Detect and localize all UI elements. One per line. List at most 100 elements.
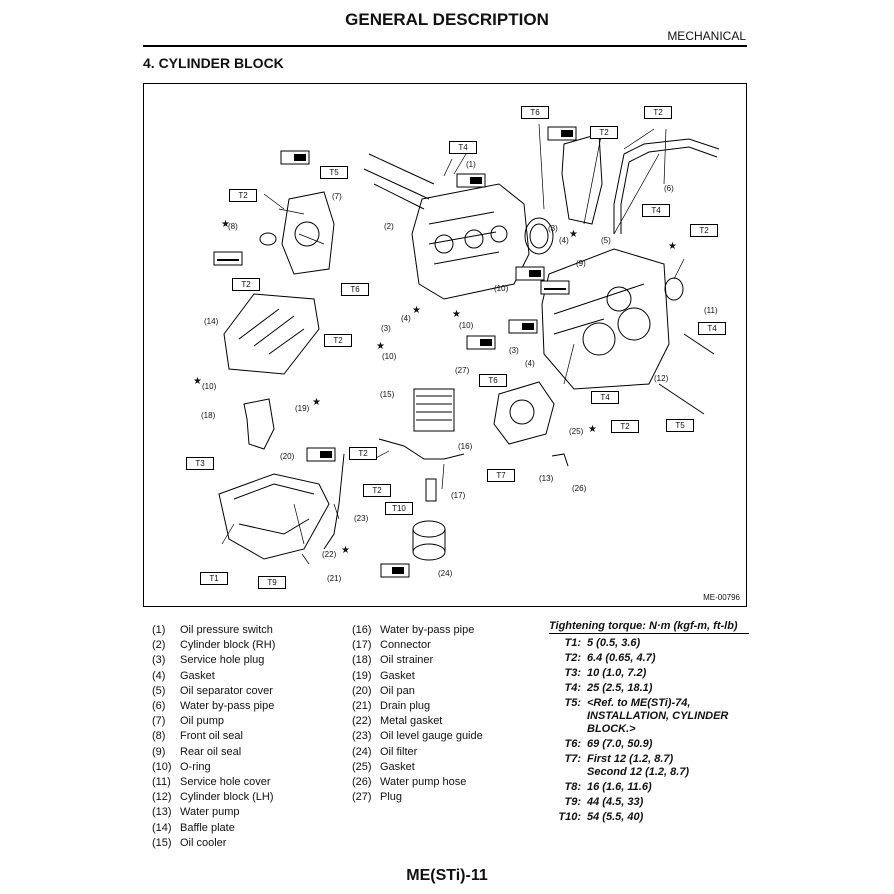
part-name: Front oil seal [180, 730, 243, 743]
torque-box-t2: T2 [349, 447, 377, 460]
callout-4: (4) [401, 314, 411, 323]
parts-list-item: (11)Service hole cover [152, 775, 275, 790]
callout-5: (5) [601, 236, 611, 245]
callout-24: (24) [438, 569, 453, 578]
torque-value: 16 (1.6, 11.6) [587, 781, 652, 793]
callout-14: (14) [204, 317, 219, 326]
callout-9: (9) [576, 259, 586, 268]
parts-list-col2: (16)Water by-pass pipe(17)Connector(18)O… [352, 623, 483, 805]
star-marker: ★ [193, 376, 202, 387]
part-number: (25) [352, 760, 372, 773]
callout-12: (12) [654, 374, 669, 383]
parts-list-item: (25)Gasket [352, 760, 483, 775]
water-bypass-pipe-lower [378, 438, 465, 460]
callout-27: (27) [455, 366, 470, 375]
part-number: (20) [352, 684, 372, 697]
part-number: (22) [352, 715, 372, 728]
parts-list-item: (22) Metal gasket [352, 714, 483, 729]
torque-row: T7:First 12 (1.2, 8.7) Second 12 (1.2, 8… [549, 753, 749, 779]
part-name: Gasket [180, 669, 215, 682]
torque-table: Tightening torque: N·m (kgf-m, ft-lb) T1… [549, 620, 749, 824]
torque-value: 54 (5.5, 40) [587, 811, 644, 823]
torque-key: T5: [564, 697, 582, 709]
part-name: Water pump [180, 806, 240, 819]
torque-key: T2: [564, 652, 582, 664]
part-number: (14) [152, 821, 172, 834]
parts-list-item: (18)Oil strainer [352, 653, 483, 668]
part-name: Water pump hose [380, 776, 467, 789]
part-name: Oil level gauge guide [380, 730, 483, 743]
torque-box-t2: T2 [590, 126, 618, 139]
callout-2: (2) [384, 222, 394, 231]
parts-list-item: (1)Oil pressure switch [152, 623, 275, 638]
cylinder-block-lh [541, 248, 670, 390]
part-number: (1) [152, 624, 166, 636]
torque-row: T8:16 (1.6, 11.6) [549, 781, 749, 794]
part-number: (19) [352, 669, 372, 682]
water-bypass-pipe-top [623, 138, 720, 163]
parts-list-item: (27)Plug [352, 790, 483, 805]
torque-key: T1: [564, 637, 582, 649]
part-name: Oil separator cover [180, 684, 273, 697]
torque-row: T4:25 (2.5, 18.1) [549, 682, 749, 695]
part-name: Gasket [380, 669, 415, 682]
part-number: (9) [152, 745, 166, 758]
parts-list-item: (26) Water pump hose [352, 775, 483, 790]
part-name: Oil filter [380, 745, 418, 758]
oil-filter [412, 520, 446, 538]
torque-box-t6: T6 [341, 283, 369, 296]
callout-19: (19) [295, 404, 310, 413]
part-name: Baffle plate [180, 821, 235, 834]
torque-box-t5: T5 [320, 166, 348, 179]
oil-separator-cover [561, 133, 603, 225]
star-marker: ★ [588, 424, 597, 435]
torque-box-t9: T9 [258, 576, 286, 589]
parts-list-item: (19) Gasket [352, 669, 483, 684]
star-marker: ★ [341, 545, 350, 556]
torque-box-t5: T5 [666, 419, 694, 432]
header-rule [143, 45, 747, 47]
parts-list-item: (12)Cylinder block (LH) [152, 790, 275, 805]
part-name: Metal gasket [380, 715, 443, 728]
parts-list-item: (16)Water by-pass pipe [352, 623, 483, 638]
parts-list-item: (21)Drain plug [352, 699, 483, 714]
star-marker: ★ [221, 219, 230, 230]
parts-list-item: (7)Oil pump [152, 714, 275, 729]
torque-box-t2: T2 [363, 484, 391, 497]
callout-4: (4) [525, 359, 535, 368]
torque-value: First 12 (1.2, 8.7) Second 12 (1.2, 8.7) [587, 753, 690, 778]
page-header-title: GENERAL DESCRIPTION [345, 10, 549, 29]
part-number: (4) [152, 669, 166, 682]
torque-box-t2: T2 [232, 278, 260, 291]
callout-22: (22) [322, 550, 337, 559]
torque-row: T6:69 (7.0, 50.9) [549, 738, 749, 751]
callout-13: (13) [539, 474, 554, 483]
figure-code: ME-00796 [703, 593, 740, 602]
part-name: Cylinder block (RH) [180, 639, 276, 652]
parts-list-item: (10)O-ring [152, 760, 275, 775]
torque-heading: Tightening torque: N·m (kgf-m, ft-lb) [549, 620, 749, 634]
torque-box-t2: T2 [644, 106, 672, 119]
part-number: (23) [352, 730, 372, 743]
torque-box-t4: T4 [591, 391, 619, 404]
part-number: (18) [352, 654, 372, 667]
callout-10: (10) [382, 352, 397, 361]
part-name: Oil pump [180, 715, 225, 728]
callout-10: (10) [494, 284, 509, 293]
torque-box-t3: T3 [186, 457, 214, 470]
torque-box-t4: T4 [642, 204, 670, 217]
oil-pan [218, 473, 330, 560]
parts-list-item: (14) Baffle plate [152, 821, 275, 836]
part-name: Water by-pass pipe [180, 700, 275, 713]
part-number: (15) [152, 836, 172, 849]
star-marker: ★ [668, 241, 677, 252]
water-pump [493, 381, 555, 445]
part-number: (26) [352, 776, 372, 789]
torque-row: T10:54 (5.5, 40) [549, 811, 749, 824]
oil-cooler [413, 388, 455, 432]
callout-25: (25) [569, 427, 584, 436]
torque-box-t2: T2 [690, 224, 718, 237]
part-name: Oil pan [380, 684, 415, 697]
part-number: (3) [152, 654, 166, 667]
parts-list-item: (24)Oil filter [352, 745, 483, 760]
